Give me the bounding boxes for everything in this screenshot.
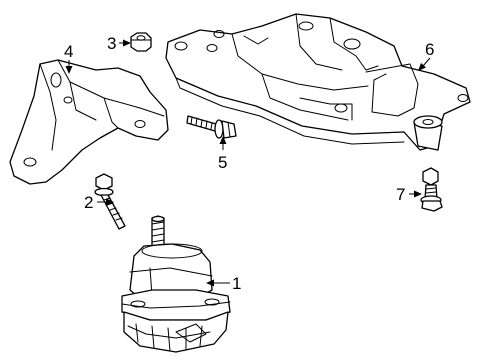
callout-7: 7	[396, 185, 405, 204]
callout-5: 5	[218, 153, 227, 172]
bolt-part-7	[420, 167, 443, 212]
bolt-part-5	[186, 115, 237, 139]
bracket-part-4	[9, 59, 169, 185]
callout-2: 2	[84, 193, 93, 212]
engine-mount-part-1	[121, 215, 231, 353]
callout-1: 1	[232, 274, 241, 293]
callout-3: 3	[107, 34, 116, 53]
callout-labels: 1 2 3 4 5 6 7	[64, 34, 434, 293]
callout-6: 6	[425, 40, 434, 59]
cradle-part-6	[165, 13, 471, 151]
callout-4: 4	[64, 42, 73, 61]
leader-lines	[65, 39, 431, 287]
nut-part-3	[130, 32, 152, 52]
